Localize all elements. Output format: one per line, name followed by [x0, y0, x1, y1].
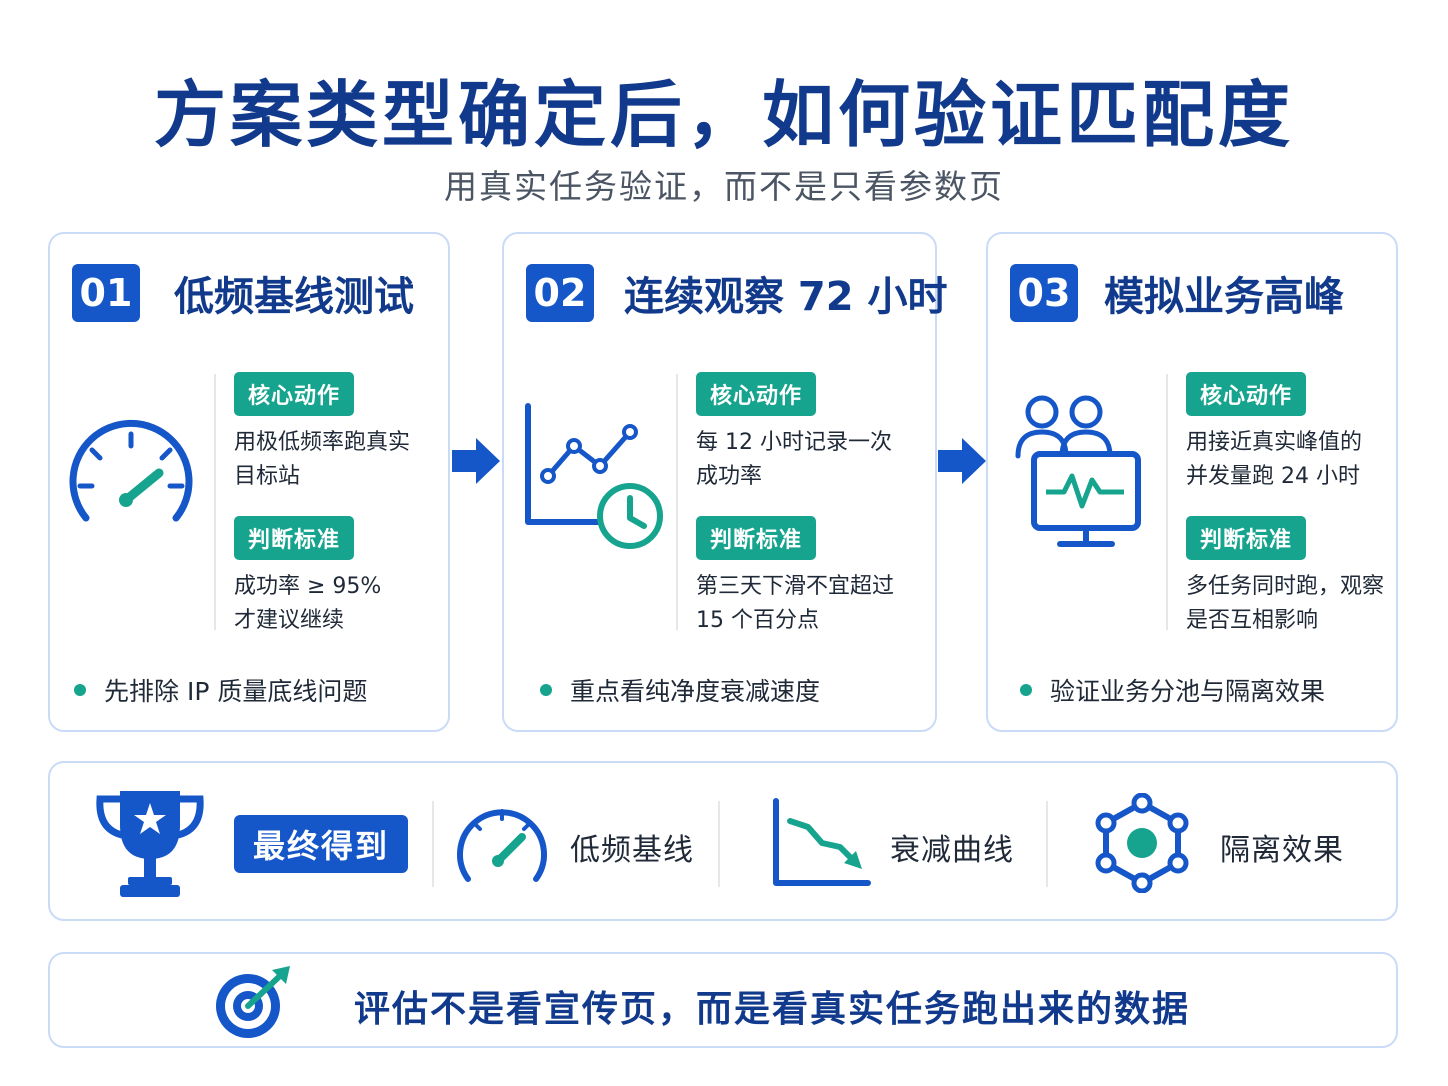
- step-bullet: 验证业务分池与隔离效果: [1020, 672, 1325, 708]
- step-number: 03: [1010, 264, 1078, 322]
- step-card-3: 03 模拟业务高峰 核心动作 用接近真实峰值的 并发量跑 24 小时 判断标准 …: [986, 232, 1398, 732]
- step-header: 02 连续观察 72 小时: [526, 264, 948, 322]
- step-title: 低频基线测试: [174, 274, 414, 320]
- arrow-right-icon: [938, 438, 986, 484]
- action-text: 用极低频率跑真实 目标站: [234, 430, 411, 489]
- step-header: 03 模拟业务高峰: [1010, 264, 1344, 322]
- bullet-dot: [74, 684, 86, 696]
- step-bullet: 重点看纯净度衰减速度: [540, 672, 820, 708]
- step-card-2: 02 连续观察 72 小时 核心动作 每 12 小时记录一次 成功率 判断标准 …: [502, 232, 948, 732]
- step-detail: 核心动作 用接近真实峰值的 并发量跑 24 小时 判断标准 多任务同时跑，观察 …: [1186, 372, 1384, 638]
- bullet-dot: [1020, 684, 1032, 696]
- target-arrow-icon: [216, 966, 290, 1038]
- page-title: 方案类型确定后，如何验证匹配度: [153, 73, 1294, 157]
- criteria-tag: 判断标准: [696, 516, 817, 560]
- step-detail: 核心动作 每 12 小时记录一次 成功率 判断标准 第三天下滑不宜超过 15 个…: [696, 372, 894, 638]
- divider: [676, 374, 678, 630]
- bullet-dot: [540, 684, 552, 696]
- result-label-baseline: 低频基线: [570, 833, 694, 868]
- step-number: 01: [72, 264, 140, 322]
- divider: [1046, 801, 1048, 887]
- line-chart-clock-icon: [525, 403, 663, 549]
- speedometer-icon: [457, 809, 547, 882]
- criteria-text: 成功率 ≥ 95% 才建议继续: [234, 574, 382, 633]
- divider: [718, 801, 720, 887]
- footer-text: 评估不是看宣传页，而是看真实任务跑出来的数据: [354, 989, 1191, 1030]
- step-number: 02: [526, 264, 594, 322]
- decline-chart-icon: [773, 798, 871, 886]
- bullet-text: 重点看纯净度衰减速度: [570, 677, 821, 706]
- page-subtitle: 用真实任务验证，而不是只看参数页: [444, 167, 1004, 206]
- action-tag: 核心动作: [234, 372, 355, 416]
- action-text: 每 12 小时记录一次 成功率: [696, 430, 892, 489]
- step-detail: 核心动作 用极低频率跑真实 目标站 判断标准 成功率 ≥ 95% 才建议继续: [234, 372, 410, 638]
- divider: [1166, 374, 1168, 630]
- divider: [432, 801, 434, 887]
- hexagon-network-icon: [1095, 793, 1189, 893]
- footer-bar: 评估不是看宣传页，而是看真实任务跑出来的数据: [48, 952, 1398, 1048]
- bullet-text: 验证业务分池与隔离效果: [1050, 677, 1326, 706]
- criteria-text: 多任务同时跑，观察 是否互相影响: [1186, 574, 1385, 633]
- result-label-decline: 衰减曲线: [890, 833, 1014, 868]
- result-label-isolation: 隔离效果: [1220, 833, 1344, 868]
- action-tag: 核心动作: [1186, 372, 1307, 416]
- action-tag: 核心动作: [696, 372, 817, 416]
- criteria-text: 第三天下滑不宜超过 15 个百分点: [696, 574, 895, 633]
- users-monitor-icon: [1015, 395, 1141, 547]
- step-header: 01 低频基线测试: [72, 264, 414, 322]
- bullet-text: 先排除 IP 质量底线问题: [104, 677, 368, 706]
- criteria-tag: 判断标准: [234, 516, 355, 560]
- arrow-right-icon: [452, 438, 500, 484]
- step-title: 模拟业务高峰: [1104, 274, 1344, 320]
- action-text: 用接近真实峰值的 并发量跑 24 小时: [1186, 430, 1363, 489]
- divider: [214, 374, 216, 630]
- step-card-1: 01 低频基线测试 核心动作 用极低频率跑真实 目标站 判断标准 成功率 ≥ 9…: [48, 232, 450, 732]
- results-strip: 最终得到 低频基线 衰减曲线 隔离效果: [48, 761, 1398, 921]
- results-label: 最终得到: [234, 815, 408, 873]
- step-title: 连续观察 72 小时: [624, 274, 948, 320]
- speedometer-icon: [69, 419, 193, 522]
- criteria-tag: 判断标准: [1186, 516, 1307, 560]
- trophy-icon: [96, 791, 204, 897]
- step-bullet: 先排除 IP 质量底线问题: [74, 672, 367, 708]
